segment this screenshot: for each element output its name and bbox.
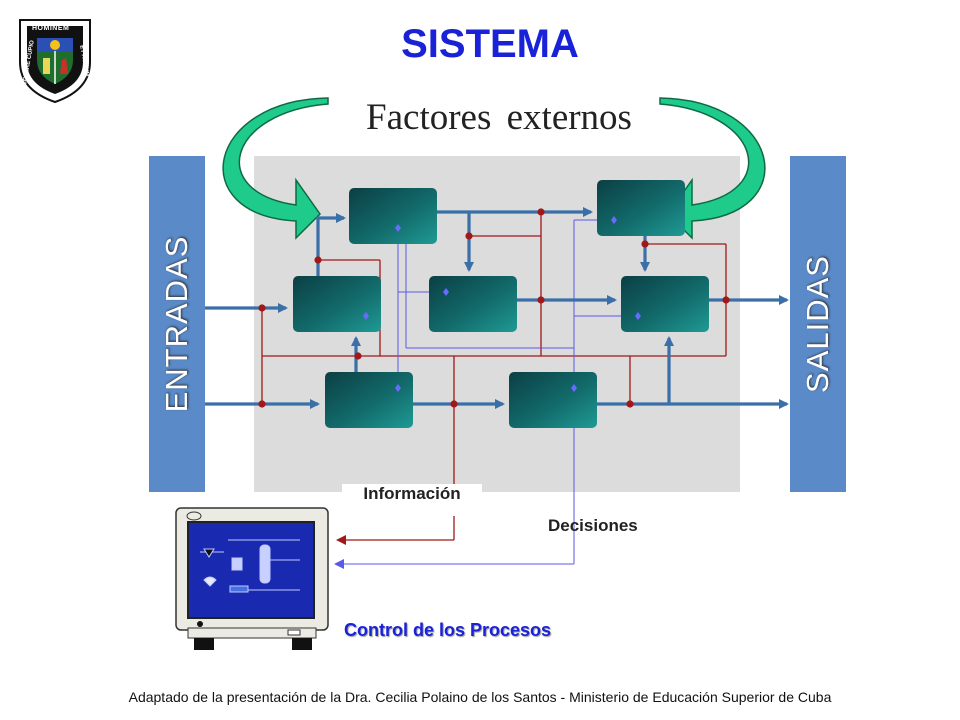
outputs-bar: SALIDAS bbox=[790, 156, 846, 492]
external-arrow-right bbox=[659, 97, 766, 240]
process-boxes bbox=[293, 180, 709, 428]
computer-monitor bbox=[175, 507, 329, 650]
information-network bbox=[261, 212, 727, 540]
process-box-7 bbox=[509, 372, 597, 428]
actuator-nodes bbox=[363, 216, 641, 392]
footer-credit: Adaptado de la presentación de la Dra. C… bbox=[128, 689, 832, 705]
page-title: SISTEMA bbox=[401, 22, 579, 66]
material-flow bbox=[205, 207, 789, 409]
logo: HOMINEM COLERE CUPIO ET AGRUM bbox=[18, 16, 92, 104]
process-box-2 bbox=[597, 180, 685, 236]
process-box-6 bbox=[325, 372, 413, 428]
external-factors-label: Factores externos bbox=[366, 97, 632, 138]
external-arrow-left bbox=[222, 97, 329, 240]
process-box-3 bbox=[293, 276, 381, 332]
process-box-5 bbox=[621, 276, 709, 332]
process-box-1 bbox=[349, 188, 437, 244]
information-label: Información bbox=[342, 484, 482, 516]
inputs-bar: ENTRADAS bbox=[149, 156, 205, 492]
process-control-label: Control de los Procesos bbox=[344, 620, 552, 640]
logo-top-text: HOMINEM bbox=[32, 25, 70, 32]
measurement-nodes bbox=[258, 208, 730, 408]
decisions-label: Decisiones bbox=[548, 516, 638, 535]
process-box-4 bbox=[429, 276, 517, 332]
